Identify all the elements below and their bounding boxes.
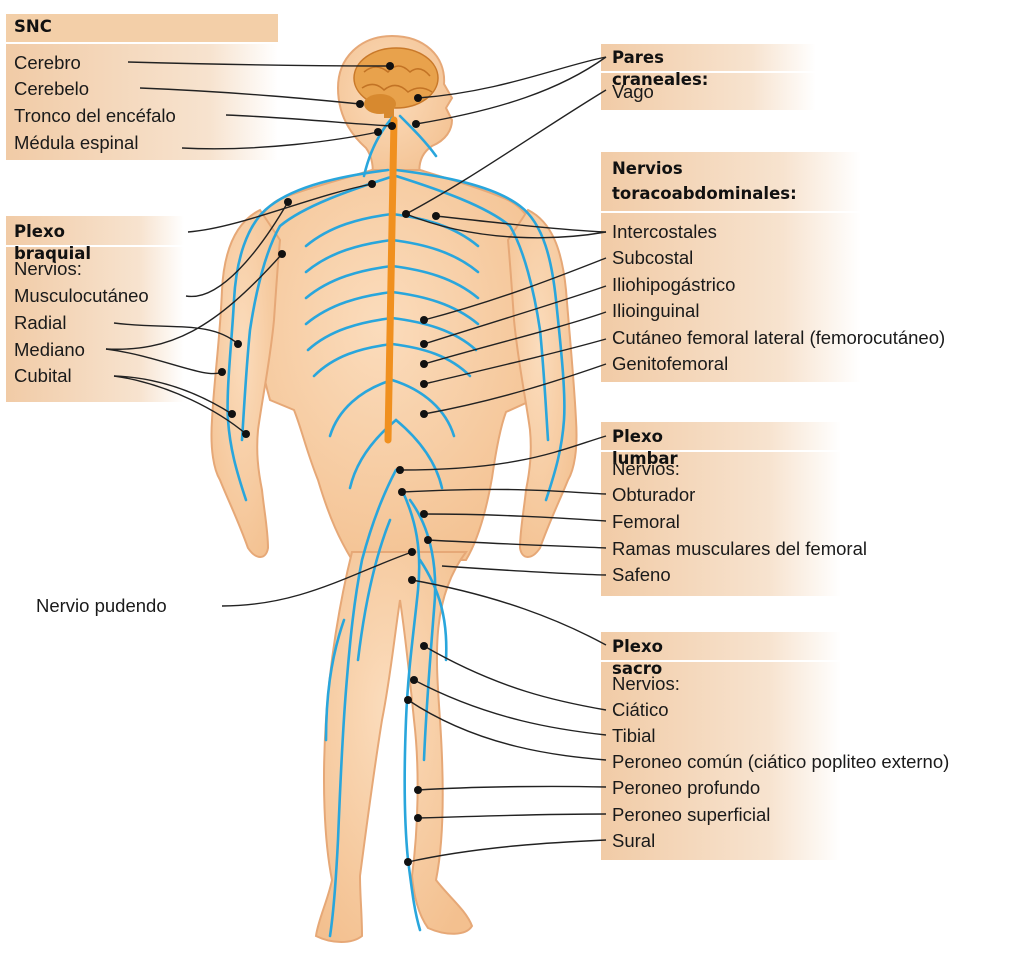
label-mediano: Mediano	[14, 338, 85, 362]
label-cerebelo: Cerebelo	[14, 77, 89, 101]
label-musculocutaneo: Musculocutáneo	[14, 284, 149, 308]
legs	[316, 552, 472, 942]
label-vago: Vago	[612, 80, 654, 104]
label-iliohipogastrico: Iliohipogástrico	[612, 273, 735, 297]
label-nervio-pudendo: Nervio pudendo	[36, 594, 167, 618]
label-tibial: Tibial	[612, 724, 656, 748]
label-peroneo-comun: Peroneo común (ciático popliteo externo)	[612, 750, 949, 774]
label-radial: Radial	[14, 311, 66, 335]
toraco-title-line2: toracoabdominales:	[612, 183, 797, 205]
label-intercostales: Intercostales	[612, 220, 717, 244]
sacro-intro: Nervios:	[612, 672, 680, 696]
label-medula-espinal: Médula espinal	[14, 131, 138, 155]
toraco-title-line1: Nervios	[612, 158, 683, 180]
label-subcostal: Subcostal	[612, 246, 693, 270]
label-ramas-musculares-femoral: Ramas musculares del femoral	[612, 537, 867, 561]
label-femoral: Femoral	[612, 510, 680, 534]
label-sural: Sural	[612, 829, 655, 853]
lumbar-intro: Nervios:	[612, 457, 680, 481]
label-cutaneo-femoral-lateral: Cutáneo femoral lateral (femorocutáneo)	[612, 326, 945, 350]
label-genitofemoral: Genitofemoral	[612, 352, 728, 376]
braquial-intro: Nervios:	[14, 257, 82, 281]
label-peroneo-profundo: Peroneo profundo	[612, 776, 760, 800]
label-safeno: Safeno	[612, 563, 671, 587]
label-tronco-encefalo: Tronco del encéfalo	[14, 104, 176, 128]
label-peroneo-superficial: Peroneo superficial	[612, 803, 770, 827]
label-cubital: Cubital	[14, 364, 72, 388]
label-ciatico: Ciático	[612, 698, 669, 722]
snc-title: SNC	[14, 16, 52, 38]
label-ilioinguinal: Ilioinguinal	[612, 299, 699, 323]
label-obturador: Obturador	[612, 483, 695, 507]
label-cerebro: Cerebro	[14, 51, 81, 75]
